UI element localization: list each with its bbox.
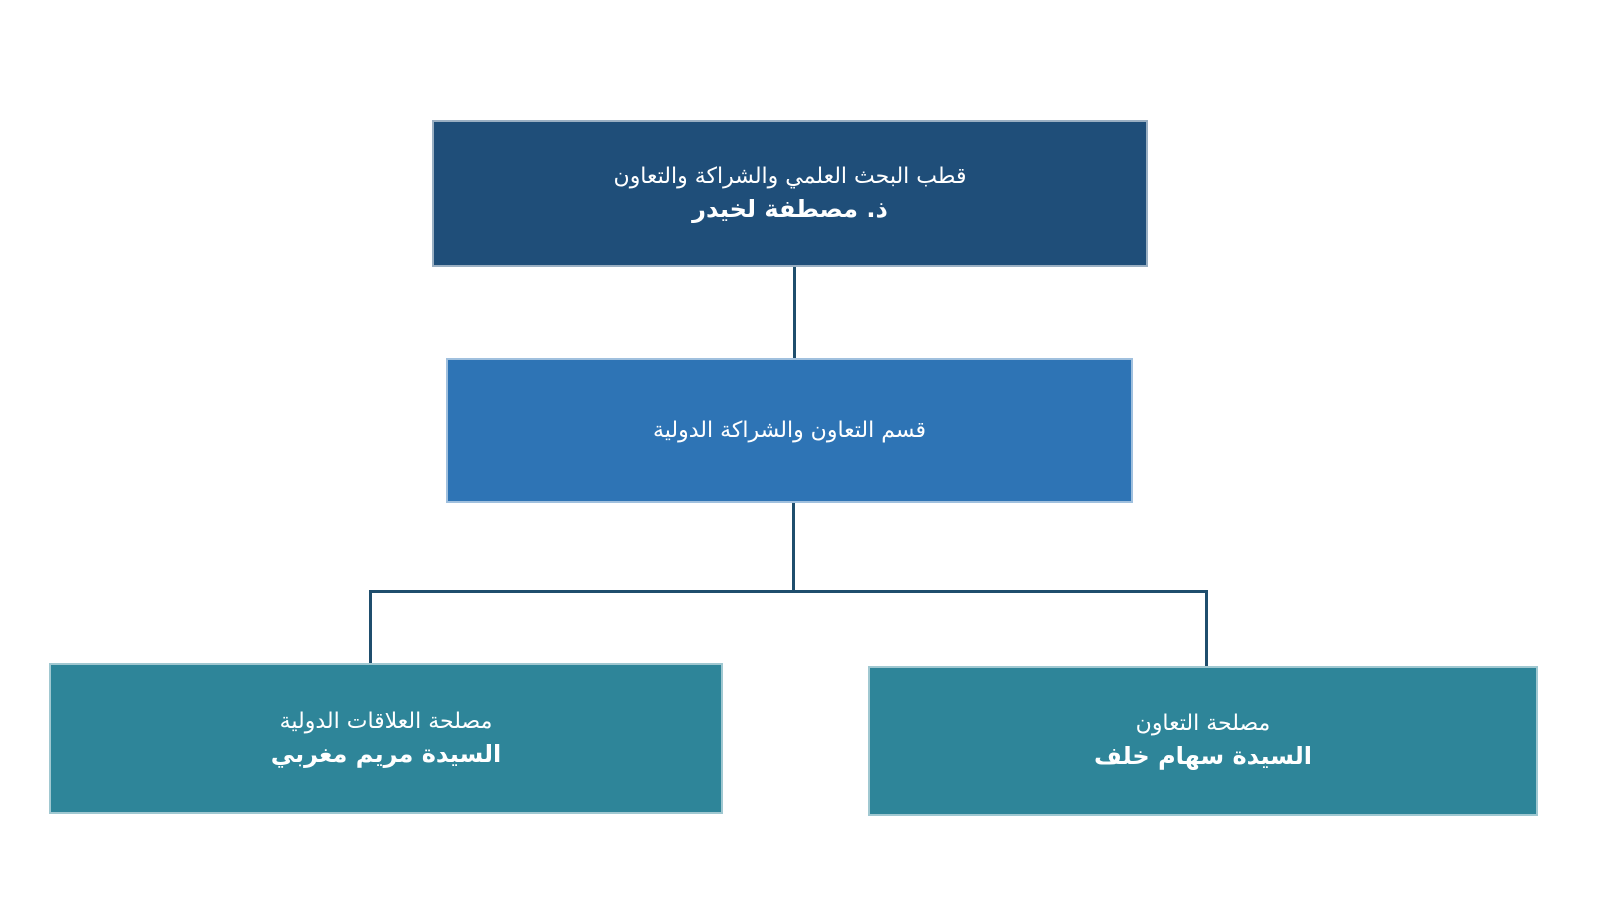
connector-branch-horizontal [369,590,1208,593]
service-head-name: السيدة مريم مغربي [270,739,502,768]
service-title: مصلحة العلاقات الدولية [279,708,493,734]
service-title: مصلحة التعاون [1135,711,1271,737]
service-head-name: السيدة سهام خلف [1094,742,1312,771]
department-title: قسم التعاون والشراكة الدولية [652,417,927,443]
connector-pole-to-department [793,265,796,360]
connector-department-trunk [792,501,795,592]
service-box-cooperation: مصلحة التعاون السيدة سهام خلف [868,666,1538,816]
pole-title: قطب البحث العلمي والشراكة والتعاون [613,163,967,189]
connector-branch-right-drop [1205,590,1208,668]
pole-box: قطب البحث العلمي والشراكة والتعاون ذ. مص… [432,120,1148,267]
department-box: قسم التعاون والشراكة الدولية [446,358,1133,503]
pole-head-name: ذ. مصطفة لخيدر [692,194,888,223]
connector-branch-left-drop [369,590,372,665]
service-box-international-relations: مصلحة العلاقات الدولية السيدة مريم مغربي [49,663,723,814]
